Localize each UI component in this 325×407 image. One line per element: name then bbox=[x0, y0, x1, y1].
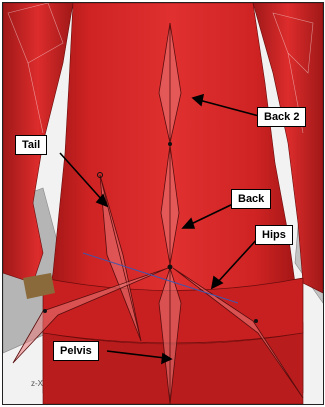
character-render bbox=[3, 3, 323, 404]
axis-gizmo: z-X bbox=[31, 379, 43, 388]
callout-back: Back bbox=[231, 189, 271, 209]
callout-hips: Hips bbox=[255, 225, 293, 245]
callout-back2: Back 2 bbox=[257, 107, 306, 127]
callout-tail: Tail bbox=[15, 135, 47, 155]
callout-pelvis: Pelvis bbox=[53, 341, 99, 361]
